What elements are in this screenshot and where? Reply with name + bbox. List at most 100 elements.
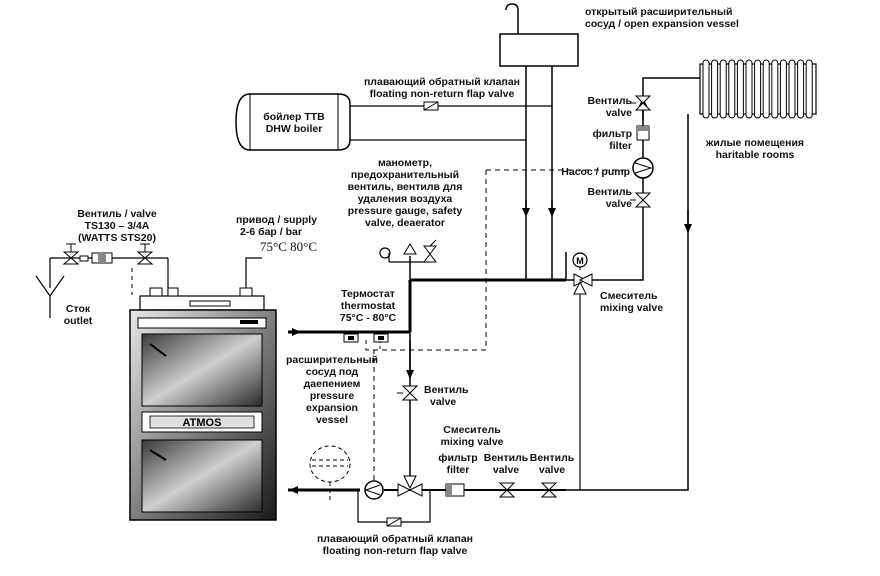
float-valve-top-ru: плавающий обратный клапан <box>363 76 521 88</box>
pressure-vessel-label-4: pressure <box>309 390 355 402</box>
outlet-label-en: outlet <box>63 315 93 327</box>
float-valve-top-en: floating non-return flap valve <box>369 88 515 100</box>
supply-inlet <box>245 257 262 294</box>
valve-left-2-icon <box>136 243 154 265</box>
thermostat-label-3: 75°C - 80°C <box>339 312 397 324</box>
mixing-valve-top-icon <box>572 252 593 295</box>
safety-valve-component-icon <box>79 252 113 264</box>
radiator-fin <box>702 59 710 119</box>
atmos-boiler <box>129 287 277 521</box>
float-valve-bottom-ru: плавающий обратный клапан <box>316 533 474 545</box>
valve-mid-icon <box>630 192 652 208</box>
radiator-fin <box>779 59 787 119</box>
rooms-label-en: haritable rooms <box>715 149 795 161</box>
dhw-label-en: DHW boiler <box>265 123 323 135</box>
valve-mid-label-en: valve <box>605 198 632 210</box>
valve-top-label: Вентиль <box>587 95 633 107</box>
radiator <box>699 59 817 119</box>
valve-mid-label: Вентиль <box>587 186 633 198</box>
mixing-valve-bottom-icon <box>397 475 423 497</box>
supply-label-2: 2-6 бар / bar <box>240 226 302 238</box>
dhw-label-ru: бойлер ТТВ <box>263 111 325 123</box>
gauge-label-1: манометр, <box>377 157 433 169</box>
radiator-fin <box>736 59 744 119</box>
radiator-fin <box>745 59 753 119</box>
float-valve-bottom-icon <box>386 517 402 527</box>
radiator-supply-pipe <box>642 77 700 248</box>
pressure-expansion-vessel <box>309 445 351 500</box>
radiator-fin <box>788 59 796 119</box>
gauge-label-2: предохранительный <box>350 169 460 181</box>
gauge-label-3: вентиль, вентилв для <box>347 181 463 193</box>
safety-valve-icon <box>423 239 437 263</box>
radiator-fin <box>754 59 762 119</box>
radiator-fin <box>719 59 727 119</box>
valve-b2-icon <box>540 482 558 498</box>
filter-top-label-en: filter <box>609 140 632 152</box>
radiator-fin <box>771 59 779 119</box>
valve-center-icon <box>397 385 419 401</box>
pressure-vessel-label-2: сосуд под <box>305 366 359 378</box>
valve-b2-label: Вентиль <box>529 452 575 464</box>
open-vessel-label-ru: открытый расширительный <box>585 6 733 18</box>
open-expansion-vessel <box>499 3 579 67</box>
temperature-readout: 75°C 80°C <box>258 239 319 254</box>
safety-valve-label-3: (WATTS STS20) <box>78 232 156 244</box>
outlet-label-ru: Сток <box>65 303 91 315</box>
mixing-top-label-en: mixing valve <box>600 302 664 314</box>
mixing-top-label-ru: Смеситель <box>600 290 658 302</box>
radiator-fin <box>711 59 719 119</box>
motor-label: M <box>576 256 584 266</box>
return-pump-icon <box>364 480 384 500</box>
thermostat-icon <box>343 333 389 343</box>
filter-bottom-label-en: filter <box>446 464 470 476</box>
valve-b2-label-en: valve <box>538 464 566 476</box>
pump-label: Насос / pump <box>561 166 630 178</box>
pressure-vessel-label-3: даепением <box>303 378 361 390</box>
radiator-return-pipe <box>566 114 689 491</box>
valve-top-icon <box>630 95 652 111</box>
safety-valve-label-2: TS130 – 3/4A <box>84 220 150 232</box>
mixing-bottom-label-ru: Смеситель <box>443 424 501 436</box>
deaerator-icon <box>403 243 417 255</box>
boiler-brand: ATMOS <box>183 417 222 429</box>
filter-bottom-label: фильтр <box>438 452 478 464</box>
valve-b1-label-en: valve <box>492 464 520 476</box>
thermostat-control-line <box>365 170 487 351</box>
supply-label-1: привод / supply <box>236 214 318 226</box>
valve-b1-label: Вентиль <box>483 452 529 464</box>
radiator-fin <box>762 59 770 119</box>
mixing-bottom-label-en: mixing valve <box>440 436 504 448</box>
dhw-boiler <box>235 93 351 151</box>
mixing-to-radiator <box>590 248 644 281</box>
pressure-vessel-label-5: expansion <box>306 402 358 414</box>
float-valve-bottom-en: floating non-return flap valve <box>322 545 468 557</box>
outlet-funnel-icon <box>35 275 65 318</box>
valve-b1-icon <box>498 482 516 498</box>
pump-icon <box>632 157 654 179</box>
radiator-fin <box>805 59 813 119</box>
float-valve-top-icon <box>423 101 439 111</box>
pressure-gauge-icon <box>379 247 391 262</box>
gauge-label-4: удаления воздуха <box>357 193 453 205</box>
filter-bottom-icon <box>445 483 465 497</box>
valve-center-label: Вентиль <box>424 384 469 396</box>
filter-top-icon <box>636 125 650 141</box>
valve-left-1-icon <box>62 243 80 265</box>
filter-top-label: фильтр <box>592 128 632 140</box>
thermostat-label-1: Термостат <box>341 288 395 300</box>
pressure-vessel-label-6: vessel <box>315 414 349 426</box>
gauge-label-6: valve, deaerator <box>365 217 445 229</box>
valve-center-label-en: valve <box>430 396 457 408</box>
radiator-fin <box>797 59 805 119</box>
pressure-vessel-label-1: расширительный <box>285 354 379 366</box>
thermostat-label-2: thermostat <box>340 300 396 312</box>
radiator-fin <box>728 59 736 119</box>
valve-top-label-en: valve <box>605 107 632 119</box>
gauge-label-5: pressure gauge, safety <box>347 205 463 217</box>
safety-valve-label-1: Вентиль / valve <box>77 208 157 220</box>
rooms-label-ru: жилые помещения <box>705 137 805 149</box>
open-vessel-label-en: сосуд / open expansion vessel <box>585 18 739 30</box>
